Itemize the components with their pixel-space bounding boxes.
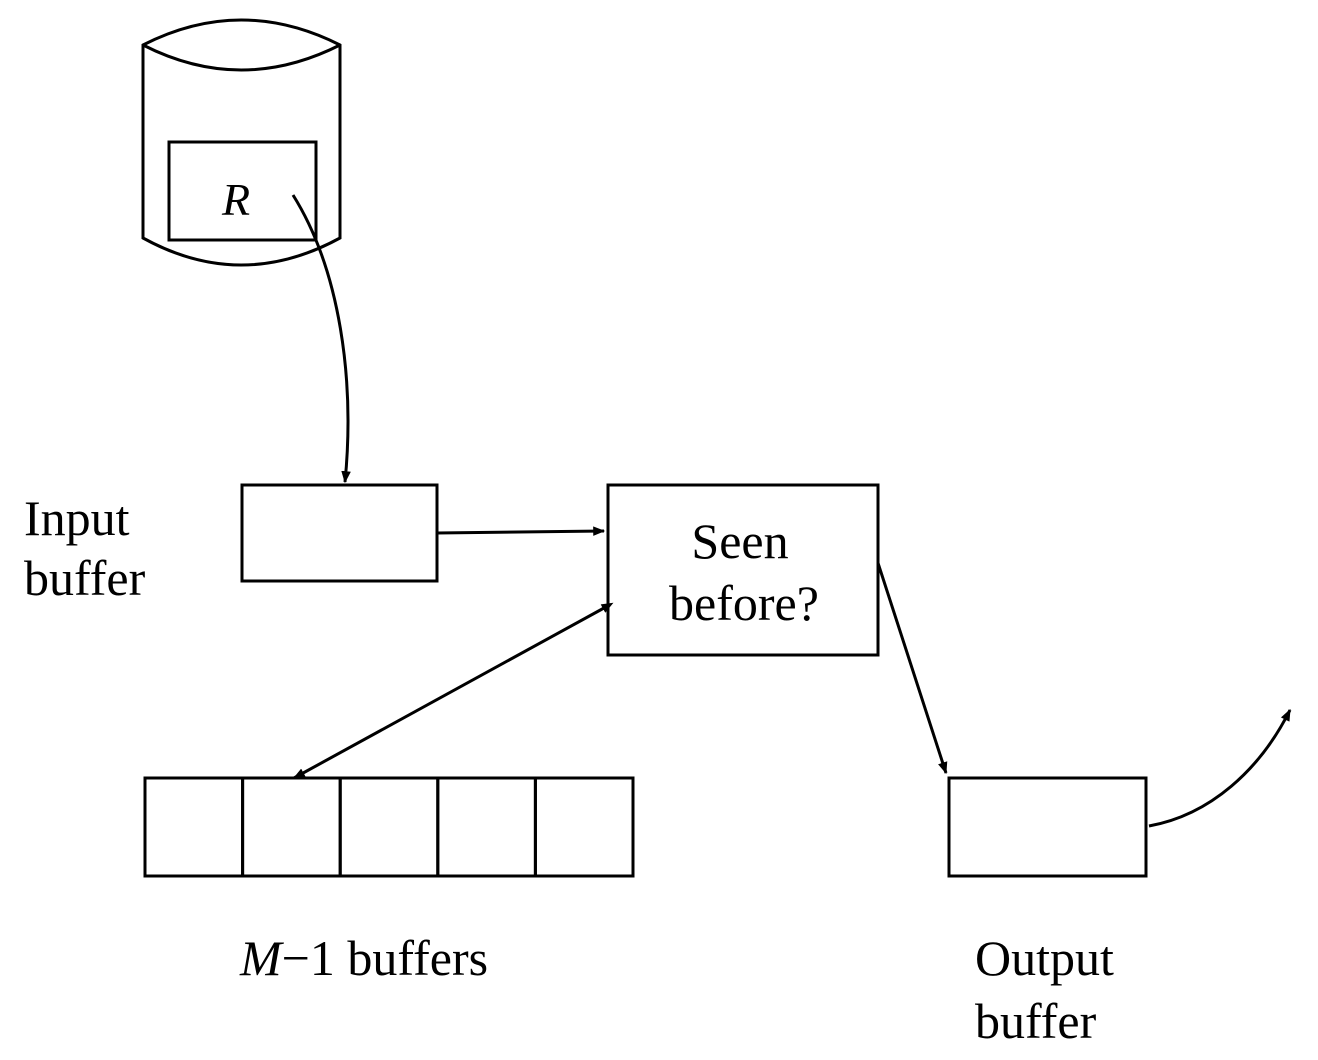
output-buffer-box (947, 776, 1148, 878)
relation-box (167, 140, 318, 242)
relation-label: R (221, 174, 250, 225)
memory-buffer-cell (533, 776, 635, 878)
disk-cylinder (141, 18, 342, 267)
decision-to-output-arrow (876, 562, 948, 775)
output-buffer-label-line2: buffer (975, 993, 1097, 1049)
memory-buffer-cell (338, 776, 440, 878)
output-buffer-label-line1: Output (975, 930, 1114, 986)
input-to-decision-arrow (436, 526, 606, 536)
output-arrow (1148, 708, 1292, 828)
memory-buffer-cell (143, 776, 245, 878)
memory-buffer-cell (436, 776, 537, 878)
decision-box (606, 483, 880, 657)
decision-label-line1: Seen (691, 513, 788, 569)
lookup-arrow (292, 602, 614, 780)
decision-label-line2: before? (669, 575, 819, 631)
input-buffer-box (240, 483, 439, 583)
memory-buffers-var: M (239, 930, 284, 986)
memory-buffer-cell (241, 776, 342, 878)
memory-buffers-label: M−1 buffers (239, 930, 488, 986)
input-buffer-label-line2: buffer (24, 550, 146, 606)
memory-buffers (143, 776, 635, 878)
read-arrow (291, 194, 351, 484)
memory-buffers-rest: −1 buffers (282, 930, 488, 986)
input-buffer-label-line1: Input (24, 490, 130, 546)
